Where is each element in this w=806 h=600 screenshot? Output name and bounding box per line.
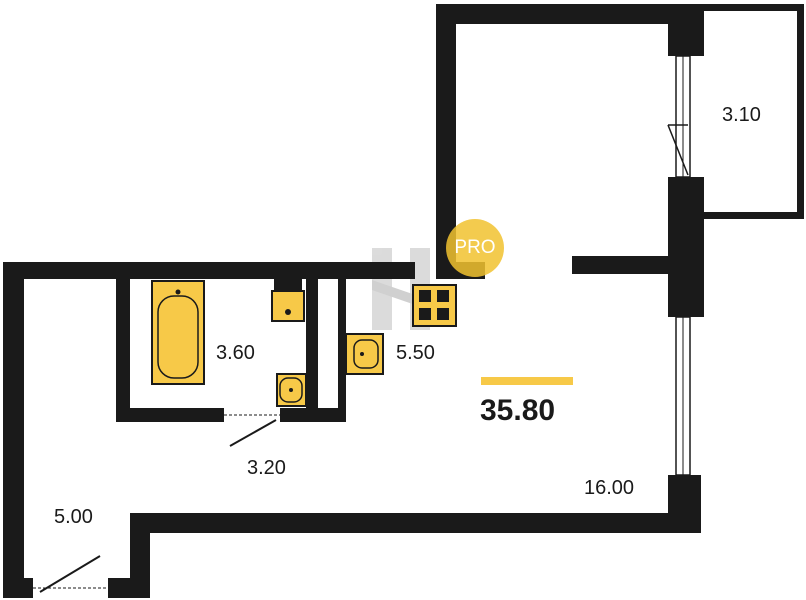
- area-label-living: 16.00: [584, 477, 635, 499]
- toilet-icon: [271, 276, 305, 322]
- pro-badge-label: PRO: [454, 237, 496, 258]
- pro-badge: PRO: [446, 219, 504, 277]
- sink-icon: [276, 373, 307, 407]
- door-swing-icon: [33, 414, 280, 593]
- area-label-bathroom: 3.60: [216, 342, 255, 364]
- bathtub-icon: [151, 280, 205, 385]
- walls: [3, 4, 804, 598]
- total-area-accent-bar: [481, 377, 573, 385]
- window-sash-icon: [667, 124, 689, 176]
- stove-icon: [412, 284, 457, 327]
- total-area: 35.80: [480, 394, 556, 427]
- kitchen-sink-icon: [345, 333, 384, 375]
- area-label-balcony: 3.10: [722, 104, 761, 126]
- area-label-hall: 5.00: [54, 506, 93, 528]
- area-label-kitchen: 5.50: [396, 342, 435, 364]
- window-icon: [675, 55, 691, 476]
- area-label-corridor: 3.20: [247, 457, 286, 479]
